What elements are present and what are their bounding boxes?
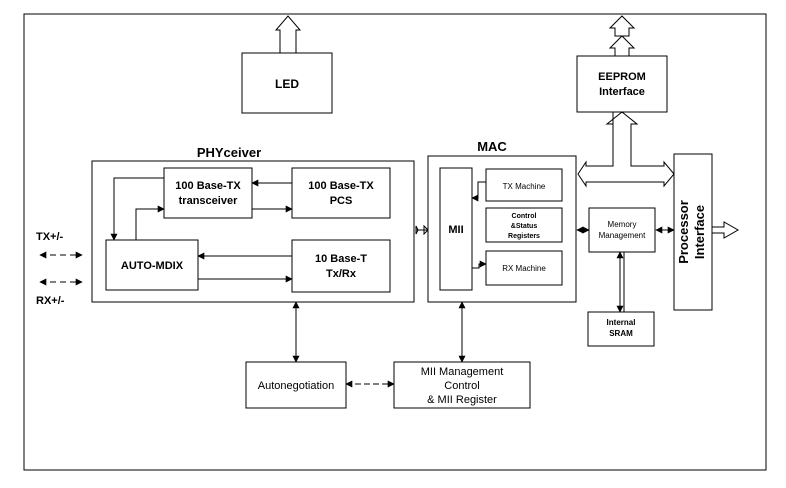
mac-title: MAC (477, 139, 507, 154)
memory-management-block: Memory Management (588, 207, 656, 253)
led-output-arrow (274, 15, 302, 54)
mdix-to-transceiver-arrow (135, 205, 165, 240)
rx-machine-box (485, 250, 563, 286)
outer-frame (23, 13, 767, 471)
sram-label-line2: SRAM (609, 329, 633, 338)
led-block: LED (241, 52, 333, 114)
rx-machine-label: RX Machine (502, 264, 546, 273)
auto-mdix-label: AUTO-MDIX (121, 260, 184, 272)
led-label: LED (275, 77, 299, 91)
internal-sram-box (587, 311, 655, 347)
memory-label-line2: Management (599, 231, 646, 240)
eeprom-bus-arrow-lower (608, 35, 636, 57)
eeprom-label-line1: EEPROM (598, 71, 646, 83)
rx-port-label: RX+/- (36, 295, 65, 307)
memory-label-line1: Memory (608, 220, 637, 229)
control-status-label-line1: Control (512, 213, 537, 220)
tx-pcs-box (291, 167, 391, 219)
tx-port-label: TX+/- (36, 231, 64, 243)
eeprom-bus-arrow-upper (608, 15, 636, 37)
tx-transceiver-block: 100 Base-TX transceiver (163, 167, 253, 219)
sram-label-line1: Internal (607, 318, 636, 327)
autonegotiation-block: Autonegotiation (245, 361, 347, 409)
mii-management-label-line3: & MII Register (427, 394, 497, 406)
mii-to-rxmachine-arrow (472, 260, 487, 269)
autonegotiation-label: Autonegotiation (258, 380, 334, 392)
eeprom-block: EEPROM Interface (576, 55, 668, 113)
control-status-label-line2: &Status (511, 223, 538, 230)
memory-management-box (588, 207, 656, 253)
autonegotiation-box (245, 361, 347, 409)
tx-pcs-label-line1: 100 Base-TX (308, 180, 374, 192)
mii-management-label-line2: Control (444, 380, 479, 392)
tx-transceiver-box (163, 167, 253, 219)
transceiver-to-mdix-arrow (110, 177, 164, 241)
processor-interface-block: Processor Interface (673, 153, 713, 311)
base-t-label-line2: Tx/Rx (326, 268, 357, 280)
eeprom-box (576, 55, 668, 113)
processor-label-line1: Processor (676, 200, 691, 264)
mii-label: MII (448, 224, 463, 236)
auto-mdix-box (105, 239, 199, 291)
phyceiver-title: PHYceiver (197, 145, 261, 160)
tx-pcs-label-line2: PCS (330, 195, 353, 207)
eeprom-label-line2: Interface (599, 86, 645, 98)
mii-management-label-line1: MII Management (421, 366, 504, 378)
internal-sram-block: Internal SRAM (587, 311, 655, 347)
txmachine-to-mii-arrow (471, 181, 486, 202)
base-t-box (291, 239, 391, 293)
base-t-label-line1: 10 Base-T (315, 253, 367, 265)
mii-block: MII (439, 167, 473, 291)
tx-machine-box (485, 168, 563, 202)
processor-interface-box (673, 153, 713, 311)
processor-label-line2: Interface (692, 205, 707, 259)
control-status-label-line3: Registers (508, 233, 540, 240)
tx-machine-block: TX Machine (485, 168, 563, 202)
tx-pcs-block: 100 Base-TX PCS (291, 167, 391, 219)
mii-box (439, 167, 473, 291)
processor-external-arrow (711, 221, 740, 239)
auto-mdix-block: AUTO-MDIX (105, 239, 199, 291)
base-t-block: 10 Base-T Tx/Rx (291, 239, 391, 293)
tx-transceiver-label-line2: transceiver (179, 195, 238, 207)
control-status-box (485, 207, 563, 243)
internal-bus-arrow (577, 111, 675, 188)
tx-machine-label: TX Machine (503, 182, 546, 191)
mii-management-block: MII Management Control & MII Register (393, 361, 531, 409)
rx-machine-block: RX Machine (485, 250, 563, 286)
control-status-block: Control &Status Registers (485, 207, 563, 243)
tx-transceiver-label-line1: 100 Base-TX (175, 180, 241, 192)
